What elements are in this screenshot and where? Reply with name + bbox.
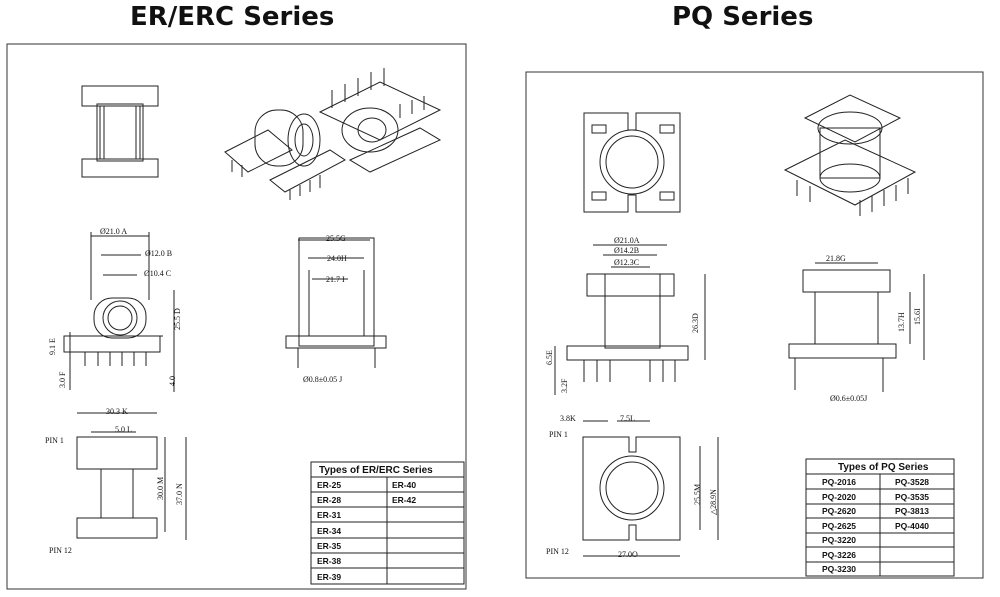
er-type-cell: ER-40 <box>392 480 416 490</box>
er-dim-g: 25.5G <box>326 234 346 243</box>
er-dim-n: 37.0 N <box>175 483 184 505</box>
er-type-cell: ER-35 <box>317 541 341 551</box>
pq-dim-m: 25.5M <box>693 484 702 505</box>
pq-table-title: Types of PQ Series <box>838 462 929 473</box>
pq-type-cell: PQ-2620 <box>822 506 856 516</box>
pq-dim-j: Ø0.6±0.05J <box>830 394 867 403</box>
er-right-view <box>285 237 387 368</box>
er-type-cell: ER-28 <box>317 495 341 505</box>
pq-dim-l: 7.5L <box>620 414 635 423</box>
er-table-title: Types of ER/ERC Series <box>319 465 433 476</box>
er-dim-b: Ø12.0 B <box>145 249 172 258</box>
er-dim-l: 5.0 L <box>115 425 132 434</box>
pq-dim-f: 3.2F <box>560 378 569 393</box>
pq-type-cell: PQ-3528 <box>895 477 929 487</box>
er-bottom-view <box>76 412 187 540</box>
pq-type-cell: PQ-3230 <box>822 564 856 574</box>
er-dim-four: 4.0 <box>168 376 177 386</box>
pq-pin12-label: PIN 12 <box>546 547 569 556</box>
pq-side-view <box>554 244 706 395</box>
pq-dim-d: 26.3D <box>691 313 700 333</box>
pq-series-title: PQ Series <box>672 2 814 32</box>
er-isometric-view-2 <box>318 68 442 173</box>
pq-dim-i: 15.6I <box>913 308 922 325</box>
er-dim-e: 9.1 E <box>48 338 57 355</box>
pq-bottom-view <box>582 420 719 557</box>
er-front-view <box>81 85 159 178</box>
er-isometric-view-1 <box>224 109 346 200</box>
pq-types-table <box>805 458 955 577</box>
er-type-cell: ER-25 <box>317 480 341 490</box>
pq-right-view <box>788 262 925 392</box>
pq-dim-g: 21.8G <box>826 254 846 263</box>
er-type-cell: ER-39 <box>317 572 341 582</box>
pq-type-cell: PQ-3220 <box>822 535 856 545</box>
er-type-cell: ER-31 <box>317 510 341 520</box>
er-dim-j: Ø0.8±0.05 J <box>303 375 342 384</box>
er-type-cell: ER-42 <box>392 495 416 505</box>
pq-dim-n: △28.9N <box>709 489 718 515</box>
er-type-cell: ER-34 <box>317 526 341 536</box>
pq-type-cell: PQ-4040 <box>895 521 929 531</box>
pq-isometric-view <box>783 94 917 216</box>
er-dim-h: 24.0H <box>327 254 347 263</box>
pq-type-cell: PQ-3813 <box>895 506 929 516</box>
er-pin1-label: PIN 1 <box>45 436 64 445</box>
er-panel-frame <box>6 43 467 590</box>
pq-panel-frame <box>525 71 984 579</box>
er-type-cell: ER-38 <box>317 556 341 566</box>
pq-dim-o: 27.0O <box>618 550 638 559</box>
pq-type-cell: PQ-2016 <box>822 477 856 487</box>
pq-type-cell: PQ-3535 <box>895 492 929 502</box>
er-types-table <box>310 461 465 585</box>
er-dim-k: 30.3 K <box>106 407 128 416</box>
pq-pin1-label: PIN 1 <box>549 430 568 439</box>
pq-type-cell: PQ-3226 <box>822 550 856 560</box>
pq-type-cell: PQ-2020 <box>822 492 856 502</box>
er-dim-m: 30.0 M <box>156 477 165 500</box>
er-pin12-label: PIN 12 <box>49 546 72 555</box>
er-side-view <box>63 232 175 392</box>
pq-dim-b: Ø14.2B <box>614 246 639 255</box>
er-dim-d: 25.5 D <box>173 308 182 330</box>
er-dim-i: 21.7 I <box>326 275 345 284</box>
er-dim-c: Ø10.4 C <box>144 269 171 278</box>
er-series-title: ER/ERC Series <box>130 2 335 32</box>
pq-top-view <box>583 112 681 213</box>
pq-dim-a: Ø21.0A <box>614 236 640 245</box>
pq-dim-c: Ø12.3C <box>614 258 639 267</box>
pq-dim-h: 13.7H <box>897 312 906 332</box>
pq-dim-e: 6.5E <box>545 350 554 365</box>
pq-dim-k: 3.8K <box>560 414 576 423</box>
er-dim-f: 3.0 F <box>58 371 67 388</box>
er-dim-a: Ø21.0 A <box>100 227 127 236</box>
pq-type-cell: PQ-2625 <box>822 521 856 531</box>
